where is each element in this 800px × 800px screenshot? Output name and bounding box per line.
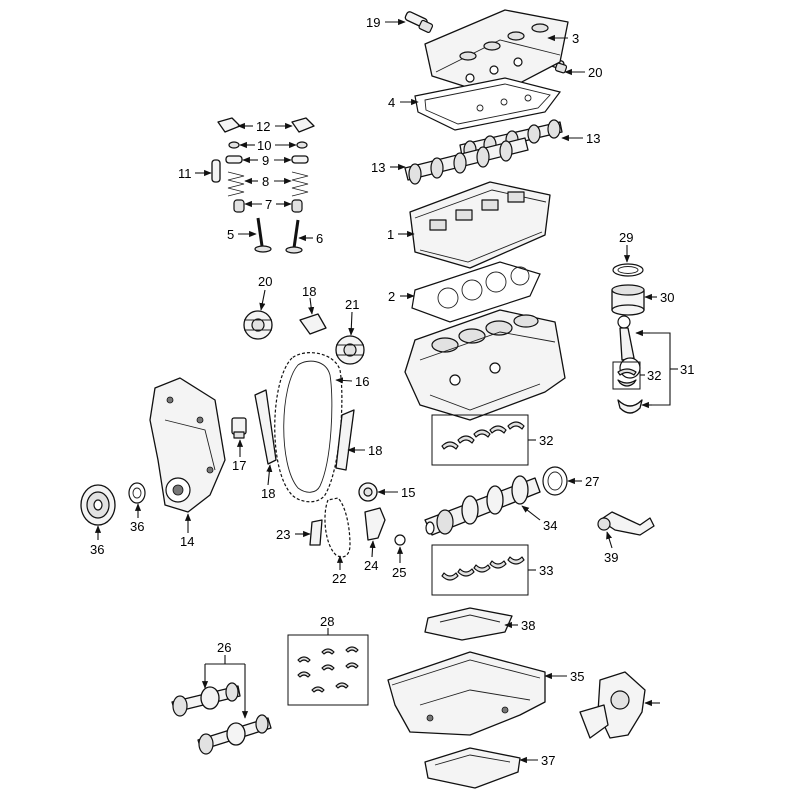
callout-labels: 19 3 20 4 13 13 1 2 12 10 9 8 7 11 5 6 2… bbox=[90, 15, 694, 768]
callout-3: 3 bbox=[572, 31, 579, 46]
engine-block-part bbox=[404, 309, 566, 421]
callout-30: 32 bbox=[647, 368, 661, 383]
callout-36-upper: 35 bbox=[570, 669, 584, 684]
oil-pickup-part bbox=[597, 511, 655, 536]
callout-4: 4 bbox=[388, 95, 395, 110]
callout-33: 34 bbox=[543, 518, 557, 533]
callout-23: 24 bbox=[364, 558, 378, 573]
callout-38: 39 bbox=[604, 550, 618, 565]
rod-cap-part bbox=[617, 399, 643, 414]
callout-8: 8 bbox=[262, 174, 269, 189]
rocker-arm-part bbox=[217, 117, 315, 133]
timing-cover-part bbox=[149, 377, 226, 513]
camshaft-lower-part bbox=[404, 137, 529, 185]
callout-20-right: 21 bbox=[345, 297, 359, 312]
callout-10: 10 bbox=[257, 138, 271, 153]
valve-cover-part bbox=[424, 9, 569, 97]
callout-15: 15 bbox=[401, 485, 415, 500]
oil-pump-tensioner-part bbox=[364, 507, 386, 541]
callout-24: 25 bbox=[392, 565, 406, 580]
cam-phaser-left-part bbox=[243, 310, 273, 340]
callout-26: 28 bbox=[320, 614, 334, 629]
callout-19-top: 19 bbox=[366, 15, 380, 30]
callout-5: 5 bbox=[227, 227, 234, 242]
oil-pump-part bbox=[579, 671, 646, 739]
chain-guide-upper-part bbox=[299, 313, 327, 335]
callout-1: 1 bbox=[387, 227, 394, 242]
valve-spring-part bbox=[227, 171, 309, 197]
valve-seal-part bbox=[233, 199, 303, 213]
callout-22: 23 bbox=[276, 527, 290, 542]
chain-guide-right-part bbox=[335, 409, 355, 471]
callout-12: 12 bbox=[256, 119, 270, 134]
windage-tray-part bbox=[424, 607, 513, 641]
cylinder-head-part bbox=[409, 181, 551, 269]
callout-35: 36 bbox=[90, 542, 104, 557]
timing-chain-part bbox=[274, 352, 343, 503]
balance-shaft-bearings-part bbox=[287, 634, 369, 706]
callout-7: 7 bbox=[265, 197, 272, 212]
exhaust-valve-part bbox=[285, 219, 303, 254]
callout-31: 27 bbox=[585, 474, 599, 489]
callout-32-lower: 33 bbox=[539, 563, 553, 578]
callout-21: 22 bbox=[332, 571, 346, 586]
callout-9: 9 bbox=[262, 153, 269, 168]
piston-part bbox=[611, 284, 645, 316]
hydraulic-lifter-part bbox=[211, 159, 221, 183]
oil-pump-chain-part bbox=[324, 497, 351, 558]
callout-29: 31 bbox=[680, 362, 694, 377]
leader-lines bbox=[94, 18, 678, 764]
harmonic-balancer-part bbox=[80, 484, 116, 526]
callout-34: 36 bbox=[130, 519, 144, 534]
front-crank-seal-part bbox=[128, 482, 146, 504]
callout-36-lower: 37 bbox=[541, 753, 555, 768]
balance-shaft-lower-part bbox=[197, 714, 272, 755]
washer-part bbox=[394, 534, 406, 546]
piston-rings-part bbox=[612, 263, 644, 277]
callout-6: 6 bbox=[316, 231, 323, 246]
crankshaft-part bbox=[424, 475, 541, 536]
callout-13-left: 13 bbox=[371, 160, 385, 175]
callout-18-left: 18 bbox=[261, 486, 275, 501]
main-bearings-lower-part bbox=[431, 544, 529, 596]
callout-28: 30 bbox=[660, 290, 674, 305]
crank-sprocket-part bbox=[358, 482, 378, 502]
chain-guide-left-part bbox=[254, 389, 277, 465]
callout-19-right: 20 bbox=[588, 65, 602, 80]
callout-32-upper: 32 bbox=[539, 433, 553, 448]
callout-20-left: 20 bbox=[258, 274, 272, 289]
callout-25: 26 bbox=[217, 640, 231, 655]
callout-2: 2 bbox=[388, 289, 395, 304]
intake-valve-part bbox=[254, 217, 272, 253]
cam-phaser-right-part bbox=[335, 335, 365, 365]
main-bearings-upper-part bbox=[431, 414, 529, 466]
callout-18-right: 18 bbox=[368, 443, 382, 458]
callout-27: 29 bbox=[619, 230, 633, 245]
balance-shaft-upper-part bbox=[171, 682, 241, 717]
sensor-plug-top-part bbox=[404, 11, 434, 34]
lash-adjuster-part bbox=[228, 141, 308, 149]
valve-cover-gasket-part bbox=[414, 77, 562, 131]
callout-17: 17 bbox=[232, 458, 246, 473]
valve-keeper-part bbox=[225, 155, 309, 164]
callout-13-right: 13 bbox=[586, 131, 600, 146]
chain-tensioner-part bbox=[231, 417, 247, 439]
callout-11: 11 bbox=[178, 166, 192, 181]
oil-pump-chain-guide-part bbox=[309, 519, 323, 546]
oil-pan-part bbox=[387, 651, 546, 736]
rear-main-seal-part bbox=[542, 466, 568, 496]
callout-14: 14 bbox=[180, 534, 194, 549]
oil-pan-lower-part bbox=[424, 747, 521, 789]
callout-16: 16 bbox=[355, 374, 369, 389]
callout-37: 38 bbox=[521, 618, 535, 633]
callout-18-top: 18 bbox=[302, 284, 316, 299]
head-gasket-part bbox=[411, 261, 541, 323]
